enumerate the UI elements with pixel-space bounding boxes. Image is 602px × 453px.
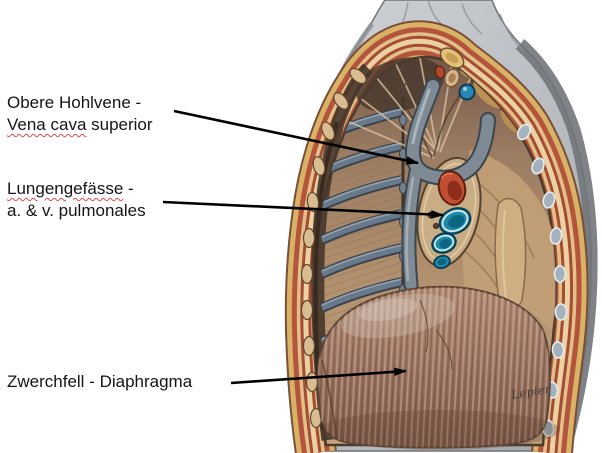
diaphragm-sheen xyxy=(340,293,456,339)
leader-arrow-diaphragm xyxy=(230,367,408,385)
label-text: superior xyxy=(86,115,153,134)
pulmonary-vein-section-1 xyxy=(438,207,472,235)
pulmonary-artery-section xyxy=(437,170,467,206)
leader-arrow-pulmonary-vessels xyxy=(162,200,445,219)
pulmonary-vessel-sections xyxy=(427,170,472,270)
label-vena-cava-line1: Obere Hohlvene - xyxy=(7,93,142,112)
label-vena-cava-line2: Vena cava superior xyxy=(7,114,153,136)
artist-signature: Lepier xyxy=(509,382,552,402)
label-pulmonary-line1: Lungengefässe - xyxy=(7,178,146,200)
misspelled-word: Lungengefässe xyxy=(7,179,124,198)
pulmonary-vein-section-2 xyxy=(431,232,457,254)
subclavian-artery-section xyxy=(434,65,446,79)
diaphragm-dome xyxy=(316,285,560,450)
label-pulmonary-vessels: Lungengefässe - a. & v. pulmonales xyxy=(7,178,146,222)
first-rib-section xyxy=(439,47,465,69)
label-pulmonary-line2: a. & v. pulmonales xyxy=(7,201,146,220)
label-text: - xyxy=(123,179,134,198)
label-diaphragm: Zwerchfell - Diaphragma xyxy=(7,372,193,391)
pulmonary-vein-section-3 xyxy=(433,254,451,270)
rib-cross-sections-right xyxy=(516,123,568,437)
apex-cross-sections xyxy=(434,47,476,101)
label-vena-cava-superior: Obere Hohlvene - Vena cava superior xyxy=(7,92,153,136)
leader-arrows xyxy=(162,109,445,385)
leader-arrow-vena-cava xyxy=(173,109,420,165)
misspelled-word: Vena cava xyxy=(7,115,87,134)
esophagus xyxy=(494,197,527,310)
subclavian-vein-section xyxy=(458,83,476,101)
superior-vena-cava xyxy=(401,78,496,293)
